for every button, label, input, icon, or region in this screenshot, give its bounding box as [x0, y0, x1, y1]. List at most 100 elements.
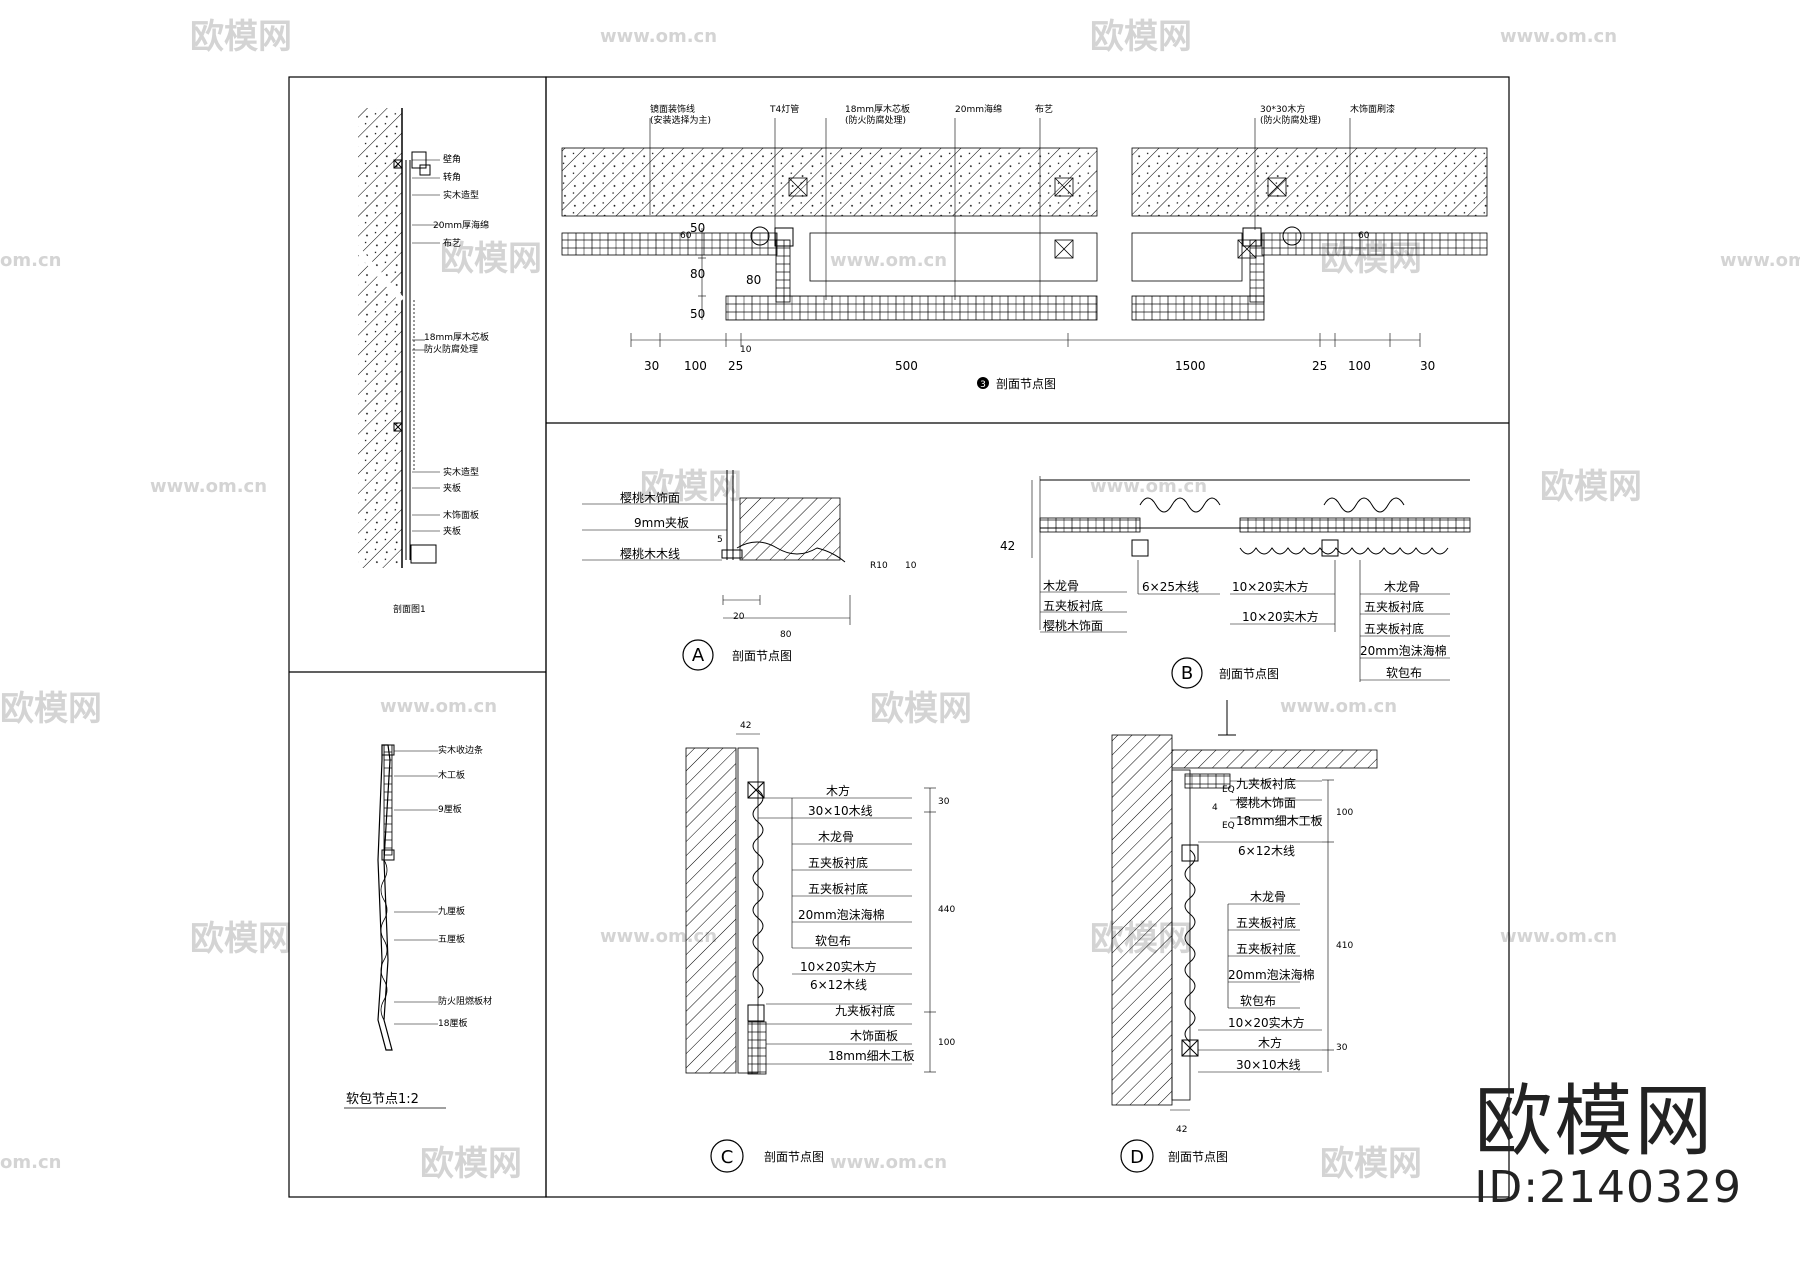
wall-section-1: 壁角 转角 实木造型 20mm厚海绵 布艺 18mm厚木芯板 防火防腐处理 实木…	[355, 108, 489, 615]
label: 10×20实木方	[1232, 579, 1309, 594]
marker-number: 3	[980, 380, 986, 390]
callout: 木饰面刷漆	[1350, 103, 1395, 115]
watermark-url: www.om.cn	[1280, 696, 1397, 717]
dim: 100	[1348, 359, 1371, 373]
label: 木工板	[438, 769, 465, 781]
brand-id: ID:2140329	[1474, 1162, 1742, 1213]
label: 防火防腐处理	[424, 343, 478, 355]
label: 夹板	[443, 525, 461, 537]
caption: 剖面节点图	[1168, 1150, 1228, 1164]
callout: (防火防腐处理)	[1260, 114, 1321, 126]
watermark-url: www.om.cn	[1500, 26, 1617, 47]
dim: 1500	[1175, 359, 1206, 373]
label: 五夹板衬底	[1364, 621, 1424, 636]
watermark-url: www.om.cn	[1720, 250, 1800, 271]
label: 10×20实木方	[800, 959, 877, 974]
marker-letter: C	[721, 1147, 734, 1168]
watermark-url: www.om.cn	[830, 1152, 947, 1173]
watermark-logo: 欧模网	[420, 1144, 522, 1184]
label: 九厘板	[438, 905, 465, 917]
marker-letter: B	[1181, 663, 1193, 684]
svg-text:欧模网: 欧模网	[1320, 1144, 1422, 1184]
label: 18厘板	[438, 1017, 467, 1029]
label: 软包布	[1386, 666, 1422, 680]
brand-logo: 欧模网	[1474, 1077, 1715, 1167]
dim: 50	[690, 307, 705, 321]
dim: 80	[690, 267, 705, 281]
label: 实木收边条	[438, 744, 483, 756]
sheet-frames	[288, 76, 1510, 1198]
dim: 80	[780, 630, 792, 640]
dim: 30	[1336, 1043, 1348, 1053]
dim: 100	[1336, 808, 1353, 818]
label: 夹板	[443, 482, 461, 494]
label: 9mm夹板	[634, 516, 689, 530]
watermark-url: www.om.cn	[380, 696, 497, 717]
watermark-logo: 欧模网	[1540, 467, 1642, 507]
label: 10×20实木方	[1228, 1015, 1305, 1030]
detail-marker	[1120, 1139, 1154, 1173]
watermark-logo: 欧模网	[440, 239, 542, 279]
svg-text:欧模网: 欧模网	[0, 689, 102, 729]
dim: 25	[728, 359, 743, 373]
svg-text:欧模网: 欧模网	[440, 239, 542, 279]
caption: 剖面节点图	[1219, 667, 1279, 681]
watermark-url: om.cn	[0, 1152, 61, 1173]
label: 布艺	[443, 237, 461, 249]
label: 五夹板衬底	[1236, 941, 1296, 956]
watermark-logo: 欧模网	[640, 467, 742, 507]
callout: 镜面装饰线	[650, 103, 695, 115]
detail-marker	[710, 1139, 744, 1173]
label: 实木造型	[443, 466, 479, 478]
svg-text:欧模网: 欧模网	[1540, 467, 1642, 507]
watermark-logo: 欧模网	[1320, 1144, 1422, 1184]
callout: 30*30木方	[1260, 103, 1305, 115]
label: 木饰面板	[443, 509, 479, 521]
label: 软包布	[1240, 994, 1276, 1008]
caption: 剖面图1	[393, 603, 426, 615]
label: 20mm厚海绵	[433, 219, 489, 231]
label: 防火阻燃板材	[438, 995, 492, 1007]
label: 6×12木线	[1238, 844, 1295, 858]
label: 樱桃木饰面	[1236, 795, 1296, 810]
svg-text:欧模网: 欧模网	[1090, 17, 1192, 57]
dim: 10	[740, 345, 752, 355]
label: 木龙骨	[818, 830, 854, 844]
label: 五夹板衬底	[1236, 915, 1296, 930]
label: 樱桃木饰面	[1043, 618, 1103, 633]
callout: (安装选择为主)	[650, 114, 711, 126]
watermark-logo: 欧模网	[190, 919, 292, 959]
watermark-logo: 欧模网	[190, 17, 292, 57]
watermark-url: www.om.cn	[150, 476, 267, 497]
svg-text:欧模网: 欧模网	[640, 467, 742, 507]
label: 30×10木线	[808, 804, 873, 818]
marker-letter: D	[1130, 1147, 1144, 1168]
watermark-logo: 欧模网	[0, 689, 102, 729]
label: 实木造型	[443, 189, 479, 201]
dim: 25	[1312, 359, 1327, 373]
label: 木方	[1258, 1035, 1282, 1050]
label: 20mm泡沫海棉	[1228, 967, 1315, 982]
label: 18mm细木工板	[828, 1049, 915, 1063]
detail-b: 42 木龙骨 五夹板衬底 樱桃木饰面 6×25木线 10×20实木方 10×20…	[1000, 476, 1471, 689]
label: 6×12木线	[810, 978, 867, 992]
dim: 30	[938, 797, 950, 807]
dim: 410	[1336, 941, 1353, 951]
label: 五夹板衬底	[808, 881, 868, 896]
svg-text:欧模网: 欧模网	[190, 919, 292, 959]
label: 五夹板衬底	[808, 855, 868, 870]
watermark-url: www.om.cn	[600, 26, 717, 47]
callout: 20mm海绵	[955, 103, 1002, 115]
dim: 4	[1212, 803, 1218, 813]
detail-marker	[682, 639, 714, 671]
label: 30×10木线	[1236, 1058, 1301, 1072]
callout: T4灯管	[769, 103, 799, 115]
dim: 20	[733, 612, 745, 622]
detail-c: 42 30 440 100 木方 30×10木线 木龙骨 五夹板衬底 五夹板衬底…	[685, 721, 955, 1173]
caption: 剖面节点图	[764, 1150, 824, 1164]
caption: 剖面节点图	[996, 377, 1056, 391]
marker-letter: A	[692, 645, 705, 666]
label: 樱桃木木线	[620, 546, 680, 561]
label: 木龙骨	[1384, 580, 1420, 594]
callout: 18mm厚木芯板	[845, 103, 910, 115]
